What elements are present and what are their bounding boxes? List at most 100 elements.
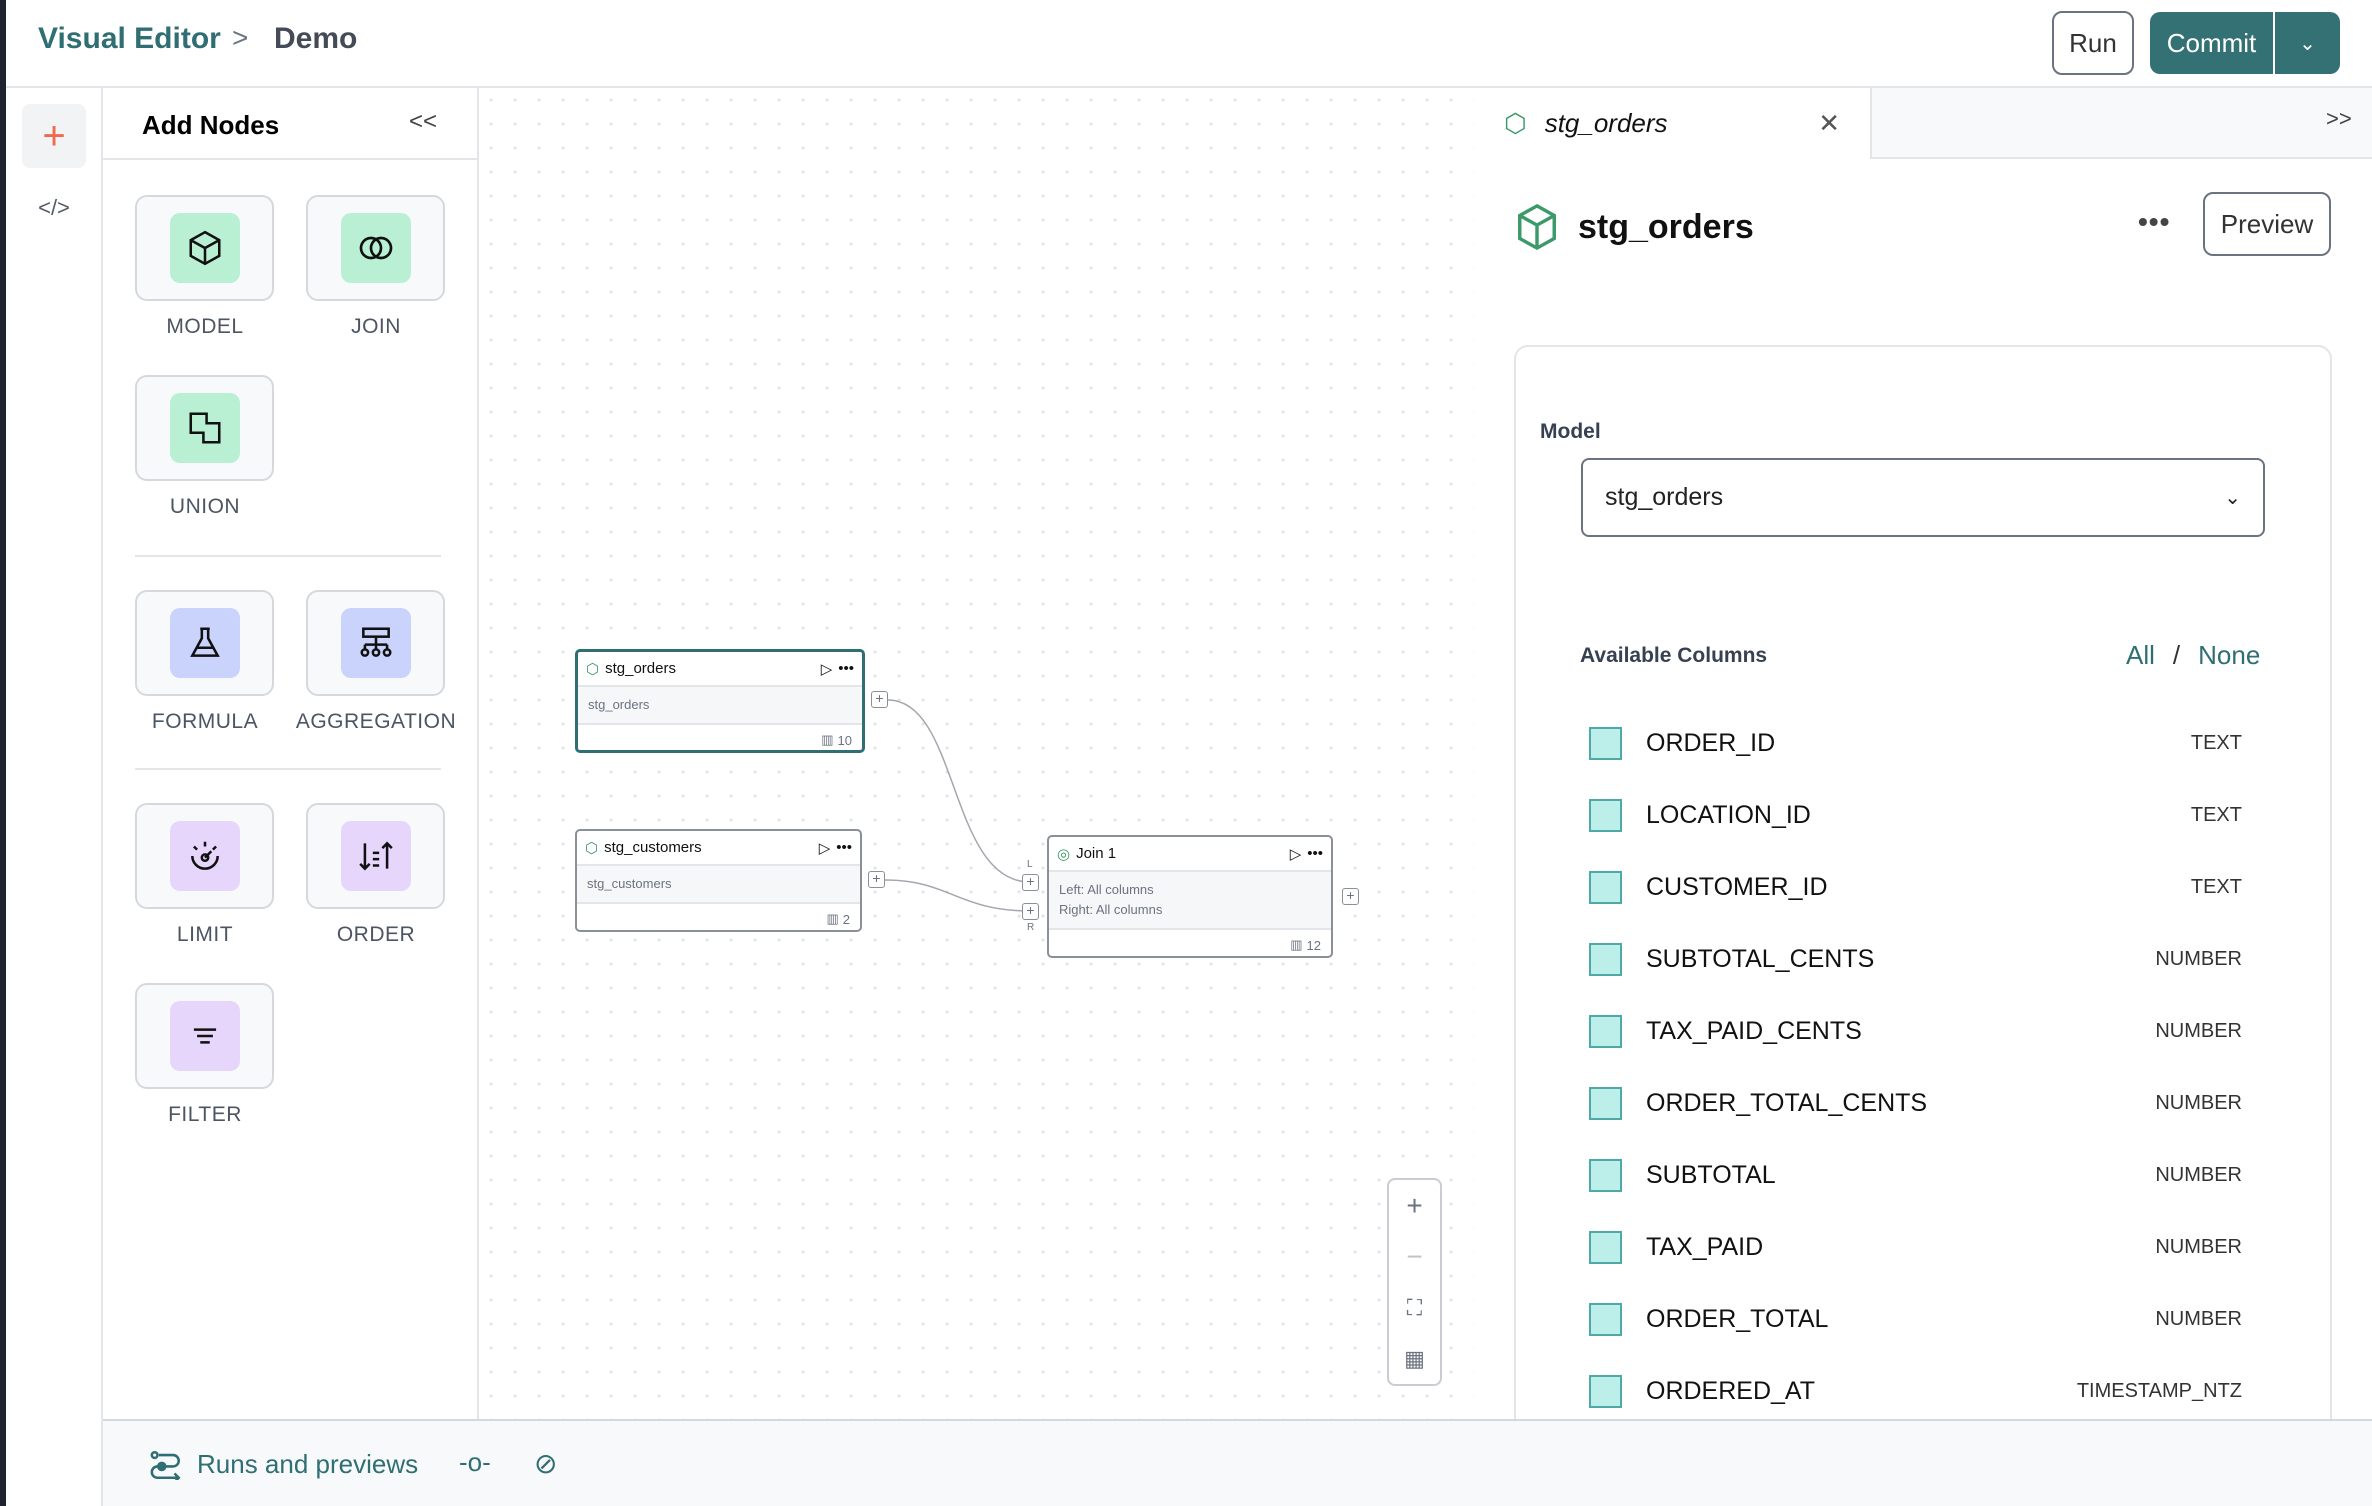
model-select[interactable]: stg_orders ⌄ <box>1581 458 2265 537</box>
column-type: TIMESTAMP_NTZ <box>2076 1379 2242 1402</box>
column-type: NUMBER <box>2155 1019 2242 1042</box>
available-columns-label: Available Columns <box>1580 644 1768 667</box>
tile-label: FILTER <box>168 1103 242 1126</box>
node-more-icon[interactable]: ••• <box>838 660 854 677</box>
column-type: NUMBER <box>2155 1307 2242 1330</box>
right-input-handle[interactable]: + <box>1022 903 1039 920</box>
node-title: stg_customers <box>604 839 702 856</box>
node-title-text: stg_orders <box>1578 207 1754 246</box>
slash-separator: / <box>2172 640 2181 670</box>
select-links: All / None <box>2126 640 2260 671</box>
tile-order[interactable] <box>306 803 445 909</box>
node-more-icon[interactable]: ••• <box>836 839 852 856</box>
fit-view-icon[interactable]: ⛶ <box>1406 1294 1423 1320</box>
code-icon[interactable]: </> <box>38 195 70 220</box>
grid-layout-icon[interactable]: ▦ <box>1404 1345 1425 1371</box>
zoom-controls: + − ⛶ ▦ <box>1387 1178 1442 1386</box>
tile-label: UNION <box>169 495 241 518</box>
column-name: ORDER_TOTAL_CENTS <box>1646 1088 1928 1117</box>
commit-node-icon[interactable]: -o- <box>459 1447 491 1477</box>
sort-icon <box>340 821 411 891</box>
column-checkbox[interactable] <box>1589 1014 1622 1048</box>
tile-aggregation[interactable] <box>306 590 445 696</box>
cube-icon: ⬡ <box>586 660 600 678</box>
commit-dropdown-chevron-icon[interactable]: ⌄ <box>2299 32 2316 55</box>
preview-button[interactable]: Preview <box>2203 192 2331 256</box>
column-checkbox[interactable] <box>1589 798 1622 832</box>
run-button[interactable]: Run <box>2052 11 2134 75</box>
tile-limit[interactable] <box>135 803 274 909</box>
column-checkbox[interactable] <box>1589 942 1622 976</box>
tile-filter[interactable] <box>135 983 274 1089</box>
add-nodes-header: Add Nodes << <box>103 88 477 160</box>
select-none-link[interactable]: None <box>2198 640 2261 670</box>
output-handle[interactable]: + <box>871 691 888 708</box>
runs-label: Runs and previews <box>197 1449 419 1479</box>
node-stg-customers[interactable]: ⬡stg_customers▷••• stg_customers ▥2 <box>575 829 862 932</box>
left-handle-label: L <box>1027 859 1033 870</box>
output-handle[interactable]: + <box>1342 888 1359 905</box>
gauge-icon <box>169 821 240 891</box>
tile-join[interactable] <box>306 195 445 301</box>
add-nodes-plus-icon[interactable]: + <box>22 104 86 168</box>
column-checkbox[interactable] <box>1589 1230 1622 1264</box>
column-name: LOCATION_ID <box>1646 800 1811 829</box>
collapse-panel-icon[interactable]: << <box>409 108 438 135</box>
column-checkbox[interactable] <box>1589 1302 1622 1336</box>
compass-icon[interactable]: ⊘ <box>534 1448 558 1479</box>
join-right-columns: Right: All columns <box>1059 902 1163 917</box>
node-more-icon[interactable]: ••• <box>1307 845 1323 862</box>
column-row[interactable]: ORDER_TOTAL NUMBER <box>1589 1299 2242 1339</box>
tile-union[interactable] <box>135 375 274 481</box>
breadcrumb-visual-editor[interactable]: Visual Editor <box>38 22 221 55</box>
run-node-play-icon[interactable]: ▷ <box>818 839 831 857</box>
node-stg-orders[interactable]: ⬡stg_orders▷••• stg_orders ▥10 <box>575 649 865 753</box>
run-node-play-icon[interactable]: ▷ <box>1289 845 1302 863</box>
column-checkbox[interactable] <box>1589 1086 1622 1120</box>
columns-icon: ▥ <box>826 911 839 926</box>
tab-stg-orders[interactable]: ⬡ stg_orders ✕ <box>1474 88 1872 159</box>
column-checkbox[interactable] <box>1589 1374 1622 1408</box>
join-icon <box>340 213 411 283</box>
model-select-value: stg_orders <box>1605 483 1724 511</box>
tile-label: AGGREGATION <box>295 710 457 733</box>
zoom-out-icon[interactable]: − <box>1406 1240 1423 1272</box>
select-all-link[interactable]: All <box>2126 640 2155 670</box>
columns-icon: ▥ <box>821 732 834 747</box>
run-node-play-icon[interactable]: ▷ <box>820 660 833 678</box>
top-header: Visual Editor > Demo Run Commit ⌄ <box>6 0 2372 88</box>
commit-button[interactable]: Commit <box>2150 12 2275 74</box>
column-checkbox[interactable] <box>1589 870 1622 904</box>
flask-icon <box>169 608 240 678</box>
tile-formula[interactable] <box>135 590 274 696</box>
expand-panel-icon[interactable]: >> <box>2326 106 2352 131</box>
column-count: 12 <box>1306 937 1321 953</box>
columns-icon: ▥ <box>1290 937 1303 952</box>
close-tab-icon[interactable]: ✕ <box>1818 108 1840 138</box>
filter-lines-icon <box>169 1001 240 1071</box>
column-name: TAX_PAID <box>1646 1232 1764 1261</box>
runs-and-previews-button[interactable]: Runs and previews <box>149 1449 418 1480</box>
left-input-handle[interactable]: + <box>1022 874 1039 891</box>
output-handle[interactable]: + <box>868 871 885 888</box>
flow-canvas[interactable]: ⬡stg_orders▷••• stg_orders ▥10 + ⬡stg_cu… <box>479 88 1474 1419</box>
window-edge <box>0 0 6 1506</box>
column-name: ORDER_TOTAL <box>1646 1304 1829 1333</box>
tile-model[interactable] <box>135 195 274 301</box>
edge-customers-to-join <box>884 879 1031 912</box>
column-checkbox[interactable] <box>1589 726 1622 760</box>
more-options-icon[interactable]: ••• <box>2138 206 2171 237</box>
zoom-in-icon[interactable]: + <box>1406 1189 1423 1221</box>
column-checkbox[interactable] <box>1589 1158 1622 1192</box>
